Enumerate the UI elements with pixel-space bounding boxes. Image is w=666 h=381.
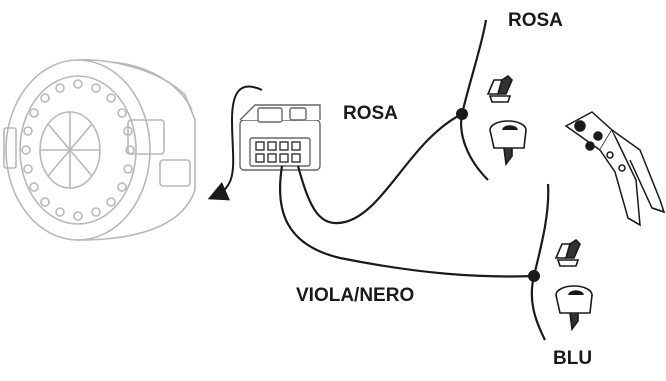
- label-rosa-mid: ROSA: [343, 103, 398, 124]
- wire-rosa: [296, 113, 463, 225]
- butt-splice-icon: [554, 238, 581, 267]
- junction-dot-blu: [528, 270, 540, 282]
- crimping-pliers-icon: [564, 111, 666, 227]
- wire-blu-vertical: [530, 183, 550, 341]
- wire-viola-nero: [278, 165, 535, 278]
- butt-splice-icon: [486, 74, 513, 103]
- connector-drawing: [239, 104, 321, 171]
- heat-shrink-sleeve-icon: [555, 285, 593, 332]
- heat-shrink-sleeve-icon: [489, 120, 527, 167]
- wire-rosa-vertical: [460, 19, 489, 181]
- label-rosa-top: ROSA: [508, 10, 563, 31]
- junction-dot-rosa: [456, 108, 468, 120]
- label-blu: BLU: [553, 348, 593, 369]
- direction-arrow: [207, 85, 263, 201]
- label-viola-nero: VIOLA/NERO: [296, 285, 415, 306]
- motor-drawing: [3, 59, 196, 241]
